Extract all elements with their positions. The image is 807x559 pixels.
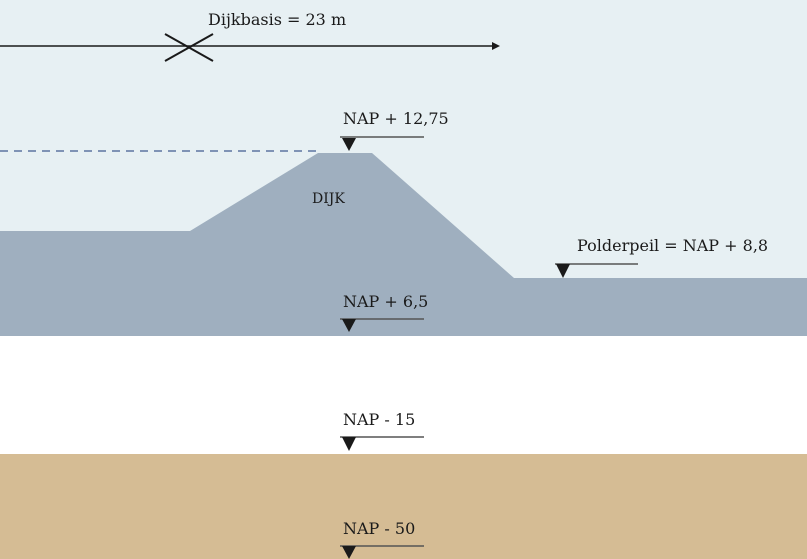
level-marker-minus-15: [340, 436, 424, 451]
triangle-down-icon: [556, 264, 570, 278]
cross-icon: [164, 33, 214, 62]
level-marker-minus-50: [340, 545, 424, 559]
level-marker-crest: [340, 136, 424, 151]
polder-level-label: Polderpeil = NAP + 8,8: [577, 236, 769, 255]
level-marker-polder: [555, 263, 638, 278]
triangle-down-icon: [342, 546, 356, 559]
arrow-right-icon: [492, 42, 500, 50]
level-marker-base: [340, 318, 424, 332]
triangle-down-icon: [342, 437, 356, 451]
minus-50-level-label: NAP - 50: [343, 519, 416, 538]
dike-body: [0, 153, 807, 336]
triangle-down-icon: [342, 138, 356, 151]
dike-label: DIJK: [312, 191, 345, 207]
sand-layer: [0, 454, 807, 559]
minus-15-level-label: NAP - 15: [343, 410, 416, 429]
base-level-label: NAP + 6,5: [343, 292, 429, 311]
dike-base-label: Dijkbasis = 23 m: [208, 10, 347, 29]
crest-level-label: NAP + 12,75: [343, 109, 449, 128]
triangle-down-icon: [342, 319, 356, 332]
clay-layer: [0, 336, 807, 454]
